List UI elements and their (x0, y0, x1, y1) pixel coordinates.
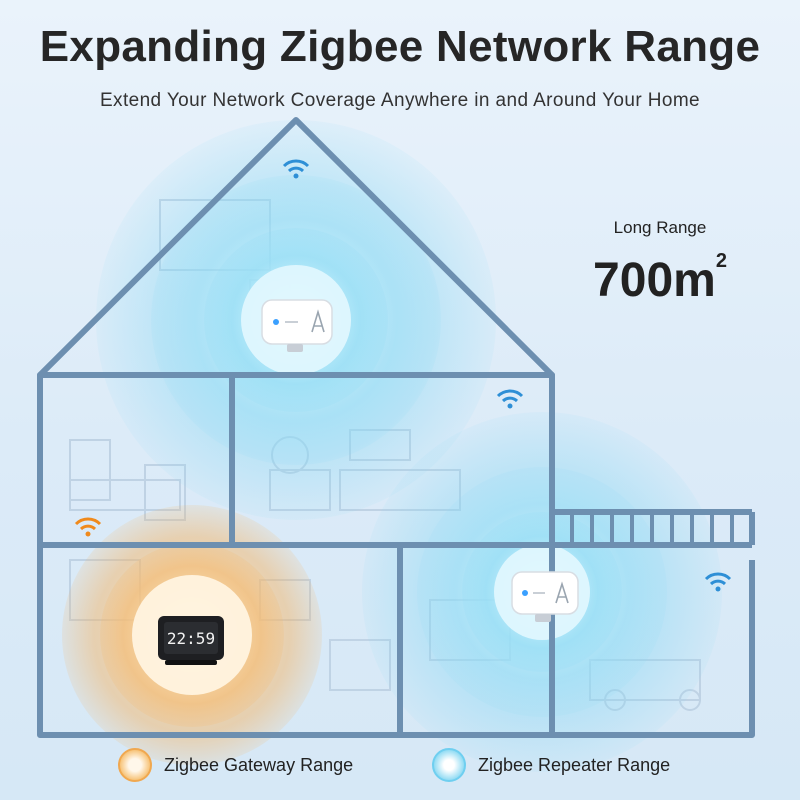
zigbee-repeater-device-right (511, 571, 579, 622)
wifi-icon (74, 517, 102, 537)
legend-gateway: Zigbee Gateway Range (118, 748, 353, 782)
legend-repeater: Zigbee Repeater Range (432, 748, 670, 782)
range-value-superscript: 2 (715, 250, 727, 272)
legend-gateway-label: Zigbee Gateway Range (164, 754, 354, 775)
wifi-icon (496, 389, 524, 409)
wifi-icon (282, 159, 310, 179)
wifi-icon (704, 572, 732, 592)
page-subtitle: Extend Your Network Coverage Anywhere in… (99, 90, 701, 111)
range-label: Long Range (613, 218, 707, 237)
gateway-swatch-icon (118, 748, 152, 782)
zigbee-gateway-device: 22:59 (158, 616, 224, 665)
range-value-number: 700m (593, 254, 716, 307)
zigbee-repeater-device-top (261, 299, 333, 352)
gateway-clock-display: 22:59 (167, 629, 215, 648)
legend-repeater-label: Zigbee Repeater Range (478, 754, 671, 775)
house-outline (37, 117, 755, 738)
page-title: Expanding Zigbee Network Range (39, 22, 761, 71)
repeater-swatch-icon (432, 748, 466, 782)
range-value: 700m2 (560, 250, 760, 308)
